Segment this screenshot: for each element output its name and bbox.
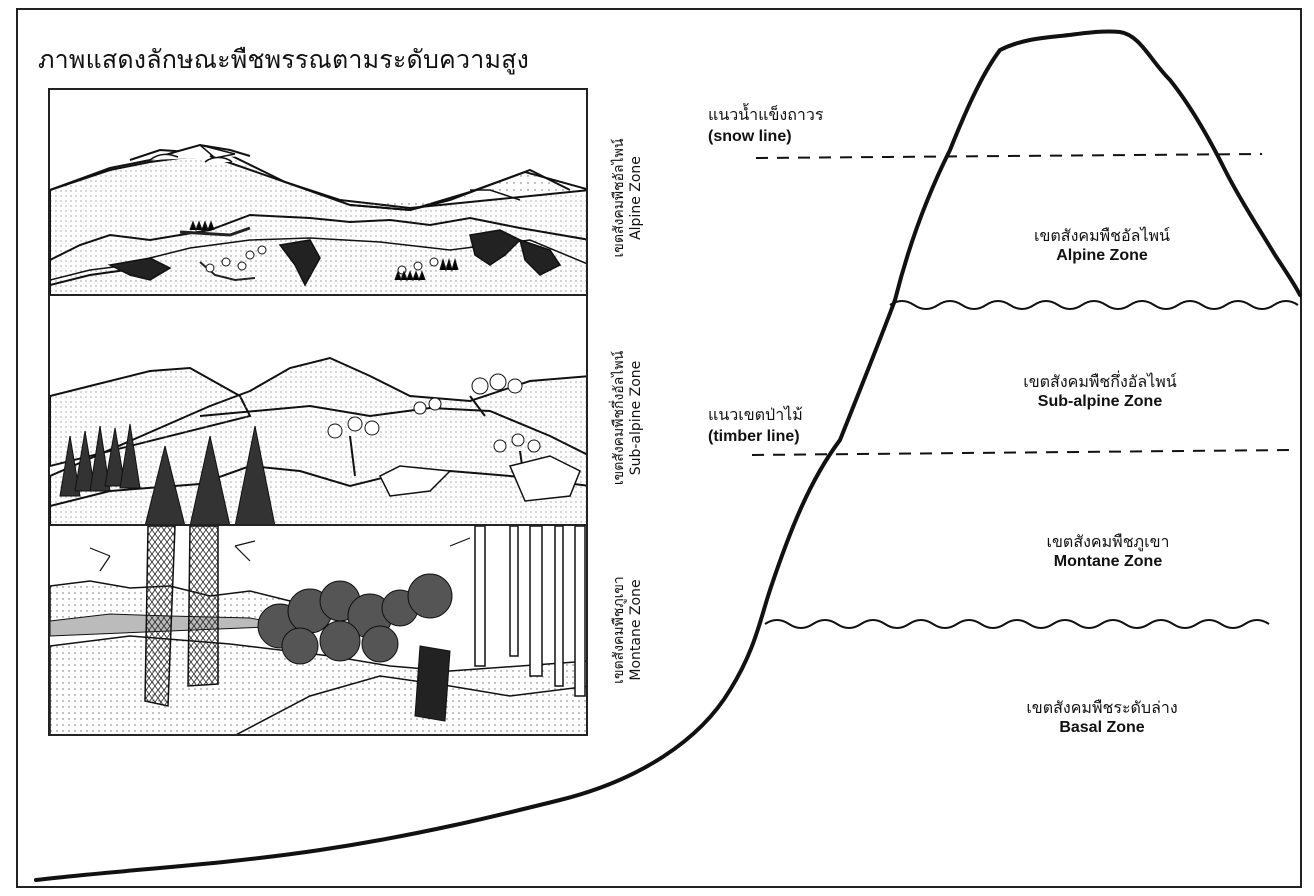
page-title: ภาพแสดงลักษณะพืชพรรณตามระดับความสูง bbox=[38, 45, 530, 74]
mountain-outline bbox=[34, 29, 1302, 882]
montane-landscape-illustration bbox=[50, 526, 586, 734]
sub-alpine-landscape-illustration bbox=[50, 356, 586, 524]
montane-illustration-panel bbox=[48, 524, 588, 736]
snow-line-label-thai: แนวน้ำแข็งถาวร bbox=[708, 105, 824, 124]
zone-label-basal-en: Basal Zone bbox=[1059, 719, 1145, 736]
alpine-lower-boundary-wavy bbox=[889, 300, 1299, 310]
zone-label-sub-alpine-thai: เขตสังคมพืชกึ่งอัลไพน์ bbox=[1023, 372, 1177, 391]
zone-label-alpine: เขตสังคมพืชอัลไพน์ Alpine Zone bbox=[972, 226, 1232, 266]
snow-line-label: แนวน้ำแข็งถาวร (snow line) bbox=[708, 104, 823, 148]
zone-label-montane-en: Montane Zone bbox=[1053, 553, 1163, 570]
montane-lower-boundary-wavy bbox=[764, 619, 1270, 629]
zone-label-montane-thai: เขตสังคมพืชภูเขา bbox=[1046, 532, 1170, 551]
zone-label-montane: เขตสังคมพืชภูเขา Montane Zone bbox=[978, 532, 1238, 572]
timber-line-label-en: (timber line) bbox=[708, 428, 800, 445]
snow-line-dashed bbox=[755, 153, 1263, 159]
zone-label-sub-alpine-en: Sub-alpine Zone bbox=[1037, 393, 1163, 410]
zone-label-alpine-en: Alpine Zone bbox=[1056, 247, 1148, 264]
timber-line-dashed bbox=[751, 449, 1291, 456]
timber-line-label: แนวเขตป่าไม้ (timber line) bbox=[708, 404, 803, 448]
zone-label-basal-thai: เขตสังคมพืชระดับล่าง bbox=[1026, 698, 1178, 717]
alpine-landscape-illustration bbox=[50, 143, 586, 294]
timber-line-label-thai: แนวเขตป่าไม้ bbox=[708, 405, 803, 424]
sub-alpine-illustration-panel bbox=[48, 294, 588, 526]
zone-label-basal: เขตสังคมพืชระดับล่าง Basal Zone bbox=[972, 698, 1232, 738]
zone-label-alpine-thai: เขตสังคมพืชอัลไพน์ bbox=[1034, 226, 1170, 245]
snow-line-label-en: (snow line) bbox=[708, 128, 792, 145]
zone-label-sub-alpine: เขตสังคมพืชกึ่งอัลไพน์ Sub-alpine Zone bbox=[970, 372, 1230, 412]
